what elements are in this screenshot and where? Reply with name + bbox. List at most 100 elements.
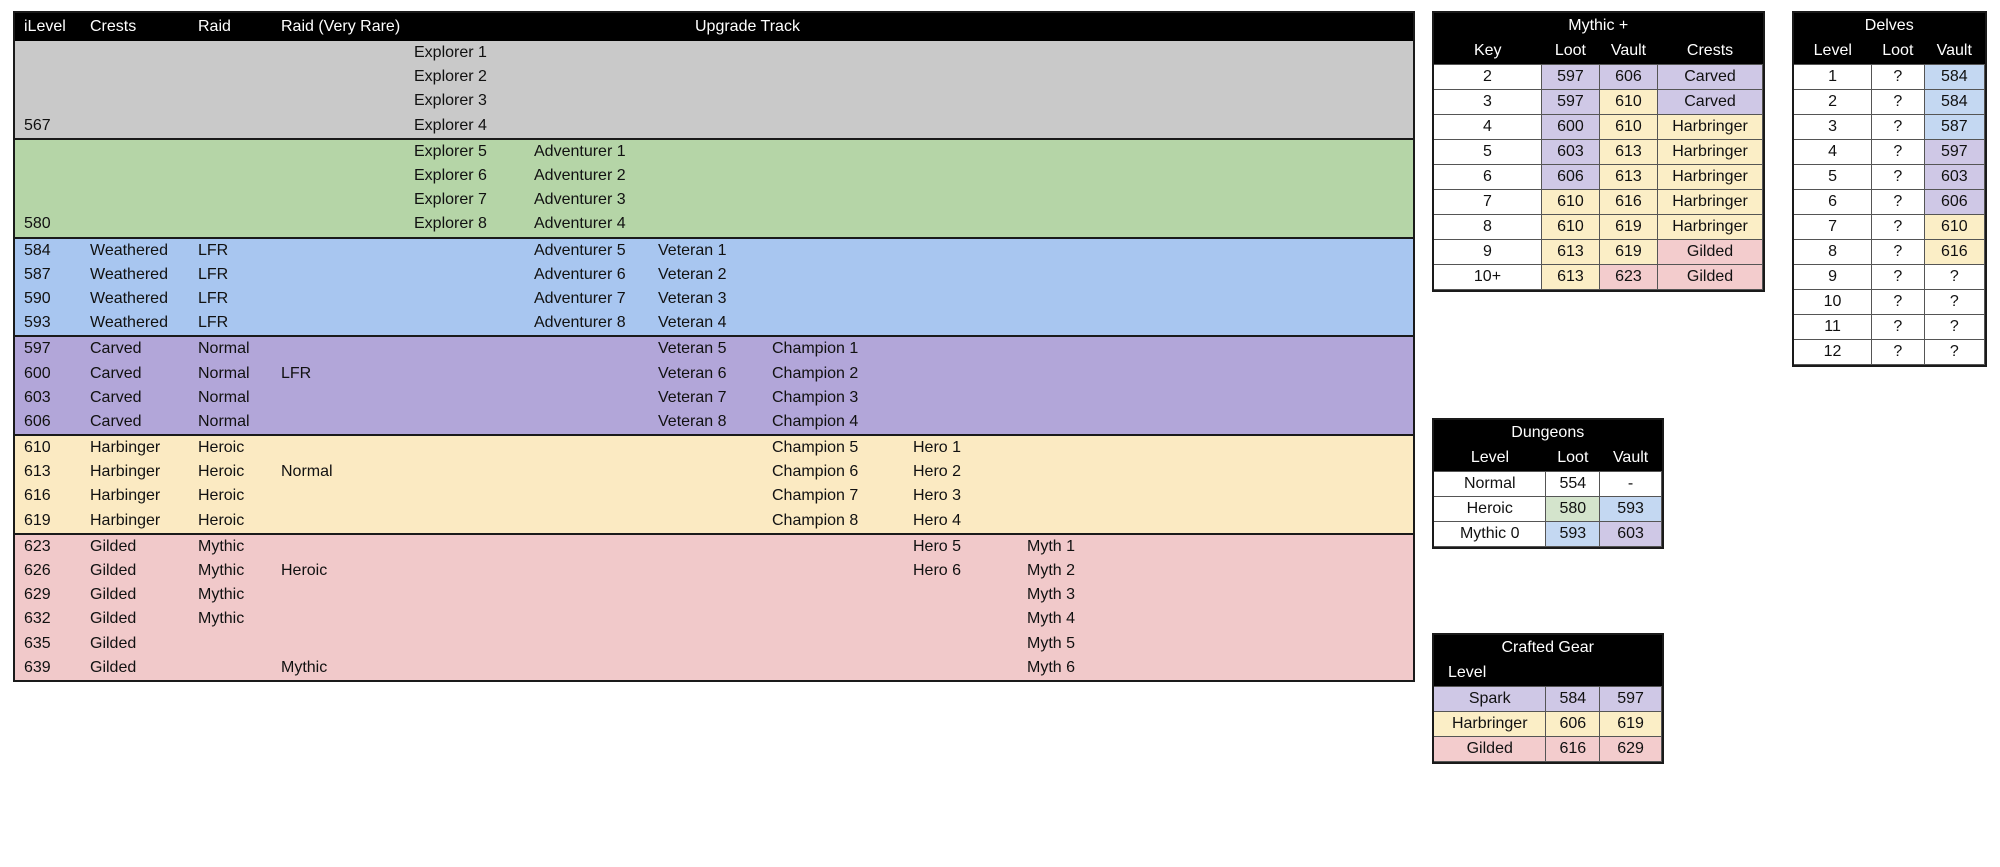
dungeons-vault: 603 <box>1599 521 1662 547</box>
crafted-gear-level: Gilded <box>1434 736 1547 762</box>
cell-ilevel: 587 <box>24 265 51 283</box>
crafted-gear-loot: 616 <box>1545 736 1601 762</box>
table-row: Explorer 2 <box>15 65 1413 89</box>
delves-level: 12 <box>1794 339 1873 365</box>
cell-crests: Weathered <box>90 265 168 283</box>
cell-ilevel: 629 <box>24 586 51 604</box>
delves-vault: ? <box>1923 264 1986 290</box>
cell-ilevel: 606 <box>24 412 51 430</box>
cell-track-1: Explorer 3 <box>414 92 487 110</box>
cell-ilevel: 619 <box>24 511 51 529</box>
cell-raid: Heroic <box>198 511 245 529</box>
delves-vault: 597 <box>1923 139 1986 165</box>
table-row: 5?603 <box>1794 164 1986 190</box>
delves-col-level: Level <box>1794 38 1872 65</box>
delves-loot: ? <box>1871 164 1925 190</box>
delves-loot: ? <box>1871 239 1925 265</box>
cell-crests: Gilded <box>90 658 137 676</box>
table-row: 1?584 <box>1794 64 1986 90</box>
cell-crests: Harbinger <box>90 487 161 505</box>
mythic-plus-loot: 597 <box>1540 64 1600 90</box>
crafted-gear-loot: 584 <box>1545 686 1601 712</box>
cell-track-5: Hero 6 <box>913 562 962 580</box>
cell-track-2: Adventurer 8 <box>534 314 626 332</box>
delves-level: 9 <box>1794 264 1873 290</box>
delves-level: 10 <box>1794 289 1873 315</box>
delves-loot: ? <box>1871 114 1925 140</box>
dungeons-loot: 554 <box>1545 471 1601 497</box>
delves-loot: ? <box>1871 314 1925 340</box>
delves-vault: 584 <box>1923 89 1986 115</box>
cell-raid: Heroic <box>198 439 245 457</box>
mythic-plus-vault: 606 <box>1598 64 1659 90</box>
cell-track-1: Explorer 4 <box>414 116 487 134</box>
delves-vault: ? <box>1923 314 1986 340</box>
cell-crests: Harbinger <box>90 511 161 529</box>
mythic-plus-crests: Gilded <box>1657 264 1763 290</box>
dungeons-title: Dungeons <box>1434 420 1662 445</box>
crafted-gear-title: Crafted Gear <box>1434 635 1662 660</box>
cell-crests: Carved <box>90 364 142 382</box>
cell-raid-very-rare: Normal <box>281 463 333 481</box>
table-row: 10?? <box>1794 289 1986 315</box>
cell-track-4: Champion 2 <box>772 364 859 382</box>
cell-track-3: Veteran 2 <box>658 265 727 283</box>
header-crests: Crests <box>90 18 137 35</box>
mythic-plus-key: 5 <box>1434 139 1542 165</box>
delves-level: 11 <box>1794 314 1873 340</box>
delves-vault: 584 <box>1923 64 1986 90</box>
crafted-gear-vault: 597 <box>1599 686 1662 712</box>
delves-vault: 610 <box>1923 214 1986 240</box>
mythic-plus-vault: 619 <box>1598 239 1659 265</box>
cell-ilevel: 635 <box>24 634 51 652</box>
cell-raid: Normal <box>198 388 250 406</box>
mythic-plus-key: 2 <box>1434 64 1542 90</box>
table-row: Explorer 1 <box>15 41 1413 65</box>
table-row: 11?? <box>1794 314 1986 340</box>
delves-vault: 616 <box>1923 239 1986 265</box>
cell-track-5: Hero 2 <box>913 463 962 481</box>
table-row: 2?584 <box>1794 89 1986 115</box>
cell-ilevel: 600 <box>24 364 51 382</box>
delves-vault: 587 <box>1923 114 1986 140</box>
cell-track-2: Adventurer 6 <box>534 265 626 283</box>
table-row: 9?? <box>1794 264 1986 290</box>
delves-loot: ? <box>1871 64 1925 90</box>
delves-level: 3 <box>1794 114 1873 140</box>
cell-track-6: Myth 5 <box>1027 634 1076 652</box>
mythic-plus-loot: 600 <box>1540 114 1600 140</box>
cell-track-1: Explorer 6 <box>414 167 487 185</box>
mythic-plus-col-key: Key <box>1434 38 1542 65</box>
cell-track-5: Hero 4 <box>913 511 962 529</box>
cell-crests: Weathered <box>90 314 168 332</box>
crafted-gear-col-level: Level <box>1434 660 1662 687</box>
mythic-plus-vault: 610 <box>1598 89 1659 115</box>
cell-raid: LFR <box>198 241 229 259</box>
delves-loot: ? <box>1871 214 1925 240</box>
upgrade-track-main-table: iLevel Crests Raid Raid (Very Rare) Upgr… <box>13 11 1415 682</box>
cell-crests: Carved <box>90 412 142 430</box>
mythic-plus-crests: Carved <box>1657 89 1763 115</box>
delves-level: 4 <box>1794 139 1873 165</box>
delves-vault: 603 <box>1923 164 1986 190</box>
cell-track-2: Adventurer 3 <box>534 191 626 209</box>
mythic-plus-loot: 603 <box>1540 139 1600 165</box>
cell-crests: Harbinger <box>90 439 161 457</box>
cell-raid: Heroic <box>198 463 245 481</box>
cell-raid: Mythic <box>198 586 245 604</box>
cell-track-5: Hero 3 <box>913 487 962 505</box>
